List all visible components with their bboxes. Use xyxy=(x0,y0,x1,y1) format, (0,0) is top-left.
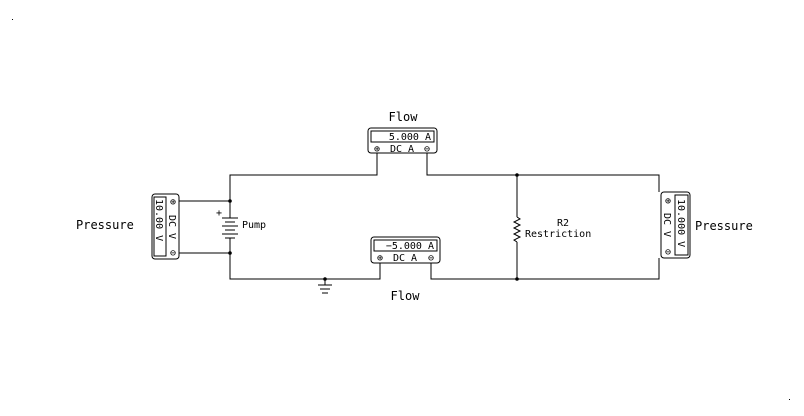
wire-top-left xyxy=(229,153,378,201)
meter-reading: −5.000 A xyxy=(386,241,434,252)
meter-negative-terminal-icon[interactable]: ⊖ xyxy=(665,247,671,258)
battery-pump[interactable]: + Pump xyxy=(216,208,266,239)
resistor-label: Restriction xyxy=(525,229,591,240)
ground-icon xyxy=(318,284,332,294)
junction-dot xyxy=(323,277,327,281)
battery-label: Pump xyxy=(242,220,266,231)
junction-dot xyxy=(515,173,519,177)
voltmeter-left[interactable]: 10.00 V ⊕ DC V ⊖ xyxy=(151,193,180,260)
wires xyxy=(178,153,660,285)
voltmeter-right[interactable]: 10.000 V ⊕ DC V ⊖ xyxy=(660,191,691,259)
junctions xyxy=(228,173,519,281)
meter-negative-terminal-icon[interactable]: ⊖ xyxy=(428,253,434,264)
voltmeter-right-caption: Pressure xyxy=(695,219,753,233)
ammeter-top[interactable]: 5.000 A ⊕ DC A ⊖ xyxy=(367,127,438,155)
corner-dot-top-left xyxy=(12,19,13,20)
meter-display xyxy=(674,194,689,256)
battery-plus-sign: + xyxy=(216,208,222,219)
wire-top-right xyxy=(426,153,660,192)
meter-mode: DC A xyxy=(390,144,414,155)
meter-positive-terminal-icon[interactable]: ⊕ xyxy=(377,253,383,264)
meter-mode: DC V xyxy=(166,215,177,239)
ammeter-top-caption: Flow xyxy=(389,110,419,124)
meter-positive-terminal-icon[interactable]: ⊕ xyxy=(170,197,176,208)
voltmeter-left-caption: Pressure xyxy=(76,218,134,232)
wire-bottom-right xyxy=(430,258,660,280)
corner-dot-bottom-right xyxy=(789,399,790,400)
meter-negative-terminal-icon[interactable]: ⊖ xyxy=(170,248,176,259)
meter-reading: 10.000 V xyxy=(675,199,686,247)
meter-reading: 5.000 A xyxy=(389,132,431,143)
meter-reading: 10.00 V xyxy=(153,199,164,241)
resistor-zigzag xyxy=(512,216,522,243)
meter-display xyxy=(370,130,435,143)
resistor-name: R2 xyxy=(557,218,569,229)
junction-dot xyxy=(515,277,519,281)
ammeter-bottom[interactable]: −5.000 A ⊕ DC A ⊖ xyxy=(370,236,441,264)
meter-display xyxy=(373,239,438,252)
meter-mode: DC A xyxy=(393,253,417,264)
wire-bottom-left xyxy=(229,253,381,280)
meter-negative-terminal-icon[interactable]: ⊖ xyxy=(424,144,430,155)
meter-positive-terminal-icon[interactable]: ⊕ xyxy=(374,144,380,155)
junction-dot xyxy=(228,251,232,255)
ammeter-bottom-caption: Flow xyxy=(391,289,421,303)
resistor-r2[interactable]: R2 Restriction xyxy=(512,216,591,243)
meter-mode: DC V xyxy=(661,213,672,237)
meter-positive-terminal-icon[interactable]: ⊕ xyxy=(665,196,671,207)
meter-display xyxy=(153,196,167,257)
junction-dot xyxy=(228,199,232,203)
